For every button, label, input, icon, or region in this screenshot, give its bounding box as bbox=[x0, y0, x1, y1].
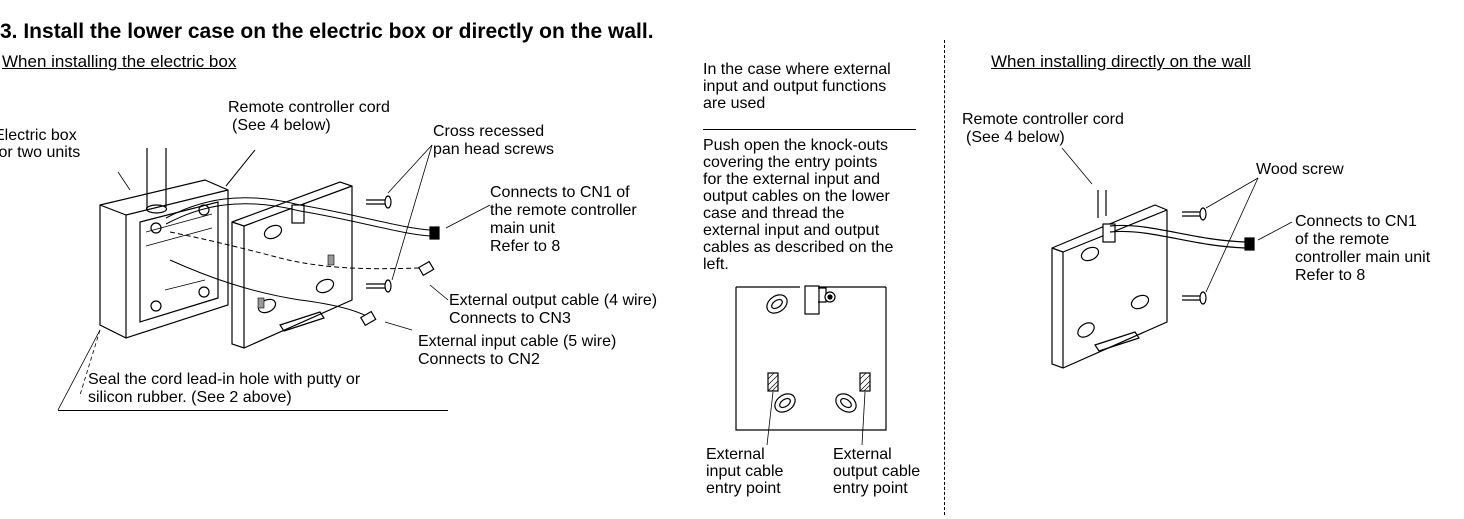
seal-label-2: silicon rubber. (See 2 above) bbox=[88, 389, 292, 406]
input-entry-knockout bbox=[767, 372, 779, 392]
wall-cn1-label-2: of the remote bbox=[1295, 231, 1390, 248]
push-line: output cables on the lower bbox=[703, 188, 890, 205]
input-cable-label-2: Connects to CN2 bbox=[418, 351, 540, 368]
wall-cn1-label-3: controller main unit bbox=[1295, 249, 1431, 266]
wall-lower-case-panel bbox=[1051, 204, 1168, 369]
lower-case-panel bbox=[231, 181, 353, 349]
electric-box-label-1: Electric box bbox=[0, 127, 77, 144]
section-heading: 3. Install the lower case on the electri… bbox=[0, 20, 654, 43]
wall-remote-cord-label-1: Remote controller cord bbox=[962, 111, 1124, 128]
remote-cord-label-1: Remote controller cord bbox=[228, 99, 390, 116]
pan-head-screws bbox=[366, 195, 392, 293]
screws-label-1: Cross recessed bbox=[433, 123, 545, 140]
push-line: Push open the knock-outs bbox=[703, 137, 889, 154]
screws-label-2: pan head screws bbox=[433, 141, 554, 158]
push-line: cables as described on the bbox=[703, 239, 894, 256]
output-entry-label-1: External bbox=[833, 446, 892, 463]
case-text-1: In the case where external bbox=[703, 61, 891, 78]
electric-box-illustration bbox=[99, 179, 229, 339]
seal-underline bbox=[58, 410, 448, 411]
push-line: external input and output bbox=[703, 222, 880, 239]
output-cable-label-2: Connects to CN3 bbox=[449, 310, 571, 327]
cn1-label-3: main unit bbox=[490, 220, 555, 237]
case-text-2: input and output functions bbox=[703, 78, 887, 95]
cords bbox=[165, 149, 431, 319]
cn1-label-2: the remote controller bbox=[490, 202, 637, 219]
wall-cn1-label-4: Refer to 8 bbox=[1295, 267, 1366, 284]
electric-box-label-2: for two units bbox=[0, 144, 81, 161]
output-entry-label-3: entry point bbox=[833, 480, 908, 497]
section-divider bbox=[944, 40, 945, 515]
cord-conduit bbox=[145, 148, 168, 214]
input-entry-label-3: entry point bbox=[706, 480, 781, 497]
push-line: left. bbox=[703, 256, 729, 273]
middle-rule bbox=[703, 129, 916, 130]
wall-cord bbox=[1097, 190, 1255, 251]
push-line: for the external input and bbox=[703, 171, 881, 188]
push-line: covering the entry points bbox=[703, 154, 878, 171]
remote-cord-label-2: (See 4 below) bbox=[232, 117, 331, 134]
input-entry-label-1: External bbox=[706, 446, 765, 463]
output-cable-label-1: External output cable (4 wire) bbox=[449, 292, 658, 309]
cn1-label-4: Refer to 8 bbox=[490, 238, 561, 255]
input-cable-label-1: External input cable (5 wire) bbox=[418, 333, 617, 350]
push-line: case and thread the bbox=[703, 205, 845, 222]
input-entry-label-2: input cable bbox=[706, 463, 784, 480]
output-entry-knockout bbox=[859, 372, 871, 392]
left-section-title: When installing the electric box bbox=[2, 52, 237, 71]
wall-remote-cord-label-2: (See 4 below) bbox=[966, 129, 1065, 146]
seal-label-1: Seal the cord lead-in hole with putty or bbox=[88, 371, 361, 388]
cn1-label-1: Connects to CN1 of bbox=[490, 184, 630, 201]
case-text-3: are used bbox=[703, 95, 766, 112]
wood-screws bbox=[1182, 207, 1207, 305]
wall-cn1-label-1: Connects to CN1 bbox=[1295, 213, 1417, 230]
wood-screw-label: Wood screw bbox=[1256, 161, 1344, 178]
output-entry-label-2: output cable bbox=[833, 463, 921, 480]
right-section-title: When installing directly on the wall bbox=[991, 52, 1251, 71]
